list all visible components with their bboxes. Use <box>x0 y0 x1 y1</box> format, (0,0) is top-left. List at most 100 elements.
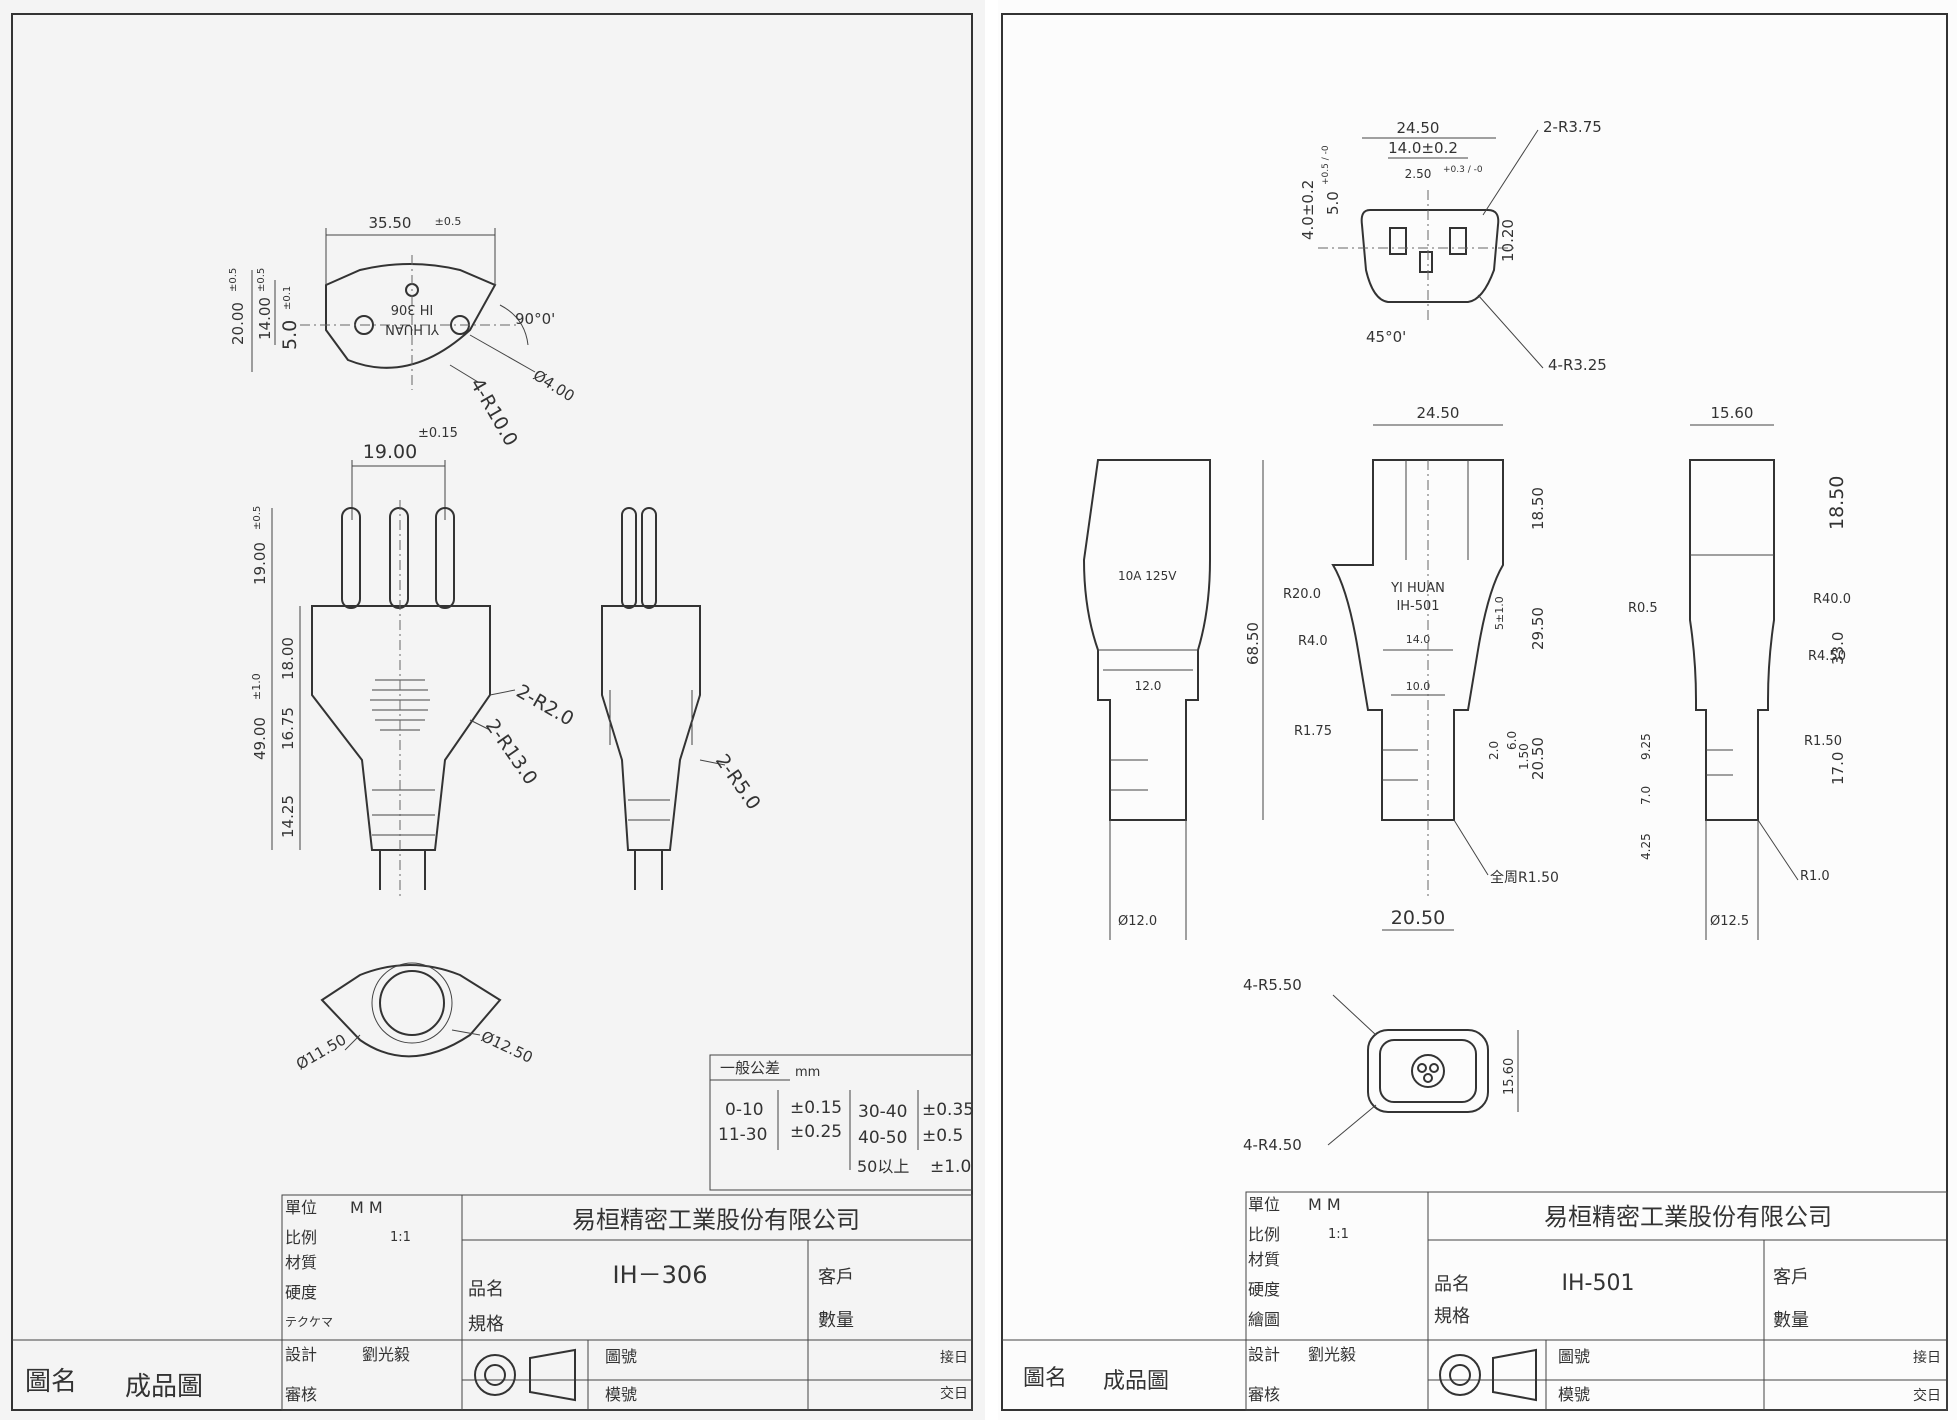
projection-symbol <box>474 1348 576 1402</box>
emboss-text-1: IH 306 <box>391 301 434 316</box>
label-customer: 客戶 <box>1773 1267 1809 1288</box>
side-body <box>601 605 701 851</box>
ih501-right-view: 15.60 18.50 33.0 17.0 9.25 7.0 4.25 R0.5… <box>1628 404 1851 940</box>
label-part-name: 品名 <box>468 1279 504 1300</box>
value-drawing-name: 成品圖 <box>1103 1369 1169 1394</box>
pin-right <box>435 507 455 609</box>
ih501-front-view: YI HUAN IH-501 14.0 10.0 24.50 68.50 18.… <box>1244 404 1559 931</box>
dim-pin-span: 14.00 <box>256 297 274 340</box>
dim-r15: R1.50 <box>1804 734 1842 749</box>
pin-left <box>341 507 361 609</box>
dim-h2: 5.0 <box>1324 191 1342 215</box>
dim-width: 15.60 <box>1711 404 1754 422</box>
dim-pin-length: 19.00 <box>251 542 269 585</box>
sheet-border <box>1001 13 1948 1411</box>
emboss-text-2: YI HUAN <box>385 321 440 336</box>
dim-r40: R40.0 <box>1813 592 1851 607</box>
dim-r45: R4.50 <box>1808 649 1846 664</box>
label-hardness: 硬度 <box>285 1283 317 1302</box>
dim-w14: 14.0 <box>1406 633 1431 646</box>
dim-r05: R0.5 <box>1628 601 1658 616</box>
dim-d3: 1.50 <box>1517 743 1531 770</box>
left-body <box>1082 459 1211 821</box>
dim-r4: R4.0 <box>1298 634 1328 649</box>
tol-range-1: 0-10 <box>725 1100 764 1120</box>
dim-r-top: 2-R3.75 <box>1543 118 1602 136</box>
dim-r13: 2-R13.0 <box>481 715 542 789</box>
label-quantity: 數量 <box>1773 1310 1809 1331</box>
tol-range-5: 50以上 <box>857 1157 909 1176</box>
company-name: 易桓精密工業股份有限公司 <box>1544 1203 1832 1231</box>
dim-height-tol: ±0.5 <box>228 268 239 292</box>
dim-seg1: 18.00 <box>279 637 297 680</box>
label-material: 材質 <box>1248 1250 1280 1269</box>
dim-mid: 33.0 <box>1829 632 1847 665</box>
label-kana: テクケマ <box>285 1315 333 1329</box>
dim-r175: R1.75 <box>1294 724 1332 739</box>
dim-overall-width: 35.50 <box>369 214 412 232</box>
front-body <box>1331 459 1504 821</box>
part-name: IH-501 <box>1562 1271 1635 1296</box>
slot-right <box>1449 227 1467 255</box>
emboss-2: IH-501 <box>1396 599 1439 614</box>
plug-face-outline <box>325 263 497 369</box>
label-unit: 單位 <box>1248 1195 1280 1214</box>
bottom-cable <box>1411 1054 1445 1088</box>
dim-pin-diameter: Ø4.00 <box>530 366 578 405</box>
slot-earth <box>1419 251 1433 273</box>
dim-w12: 12.0 <box>1135 679 1162 693</box>
dim-r5: 2-R5.0 <box>711 750 765 814</box>
rating-label: 10A 125V <box>1118 569 1177 583</box>
dim-base-w: 20.50 <box>1391 907 1445 929</box>
dim-width: 24.50 <box>1417 404 1460 422</box>
ih306-top-view: IH 306 YI HUAN 35.50 ±0.5 20.00 ±0.5 14.… <box>228 214 578 450</box>
projection-symbol <box>1439 1348 1537 1402</box>
ih306-bottom-view: Ø11.50 Ø12.50 <box>293 962 536 1073</box>
dim-w3-tol: +0.3 / -0 <box>1443 165 1483 175</box>
ih501-left-view: 10A 125V 12.0 Ø12.0 <box>1082 459 1211 940</box>
dim-mid: 29.50 <box>1529 607 1547 650</box>
bottom-outer <box>1367 1029 1489 1113</box>
dim-d1: 2.0 <box>1487 741 1501 760</box>
ih306-side-view: 2-R5.0 <box>601 507 765 890</box>
dim-radius: 4-R10.0 <box>466 375 522 450</box>
dim-d-outer: Ø12.50 <box>478 1027 535 1066</box>
ih306-front-view: ±0.15 19.00 19.00 ±0.5 49.00 ±1.0 18.00 … <box>250 426 578 900</box>
dim-seg2: 16.75 <box>279 707 297 750</box>
dim-d125: Ø12.5 <box>1710 914 1749 929</box>
socket-face <box>1360 209 1500 303</box>
label-hardness: 硬度 <box>1248 1280 1280 1299</box>
dim-pin-length-tol: ±0.5 <box>252 506 263 530</box>
ih501-bottom-view: 4-R5.50 4-R4.50 15.60 <box>1243 976 1519 1154</box>
dim-d425: 4.25 <box>1639 833 1653 860</box>
label-review: 審核 <box>285 1385 317 1404</box>
ih501-drawing: 24.50 14.0±0.2 2.50 +0.3 / -0 4.0±0.2 5.… <box>1001 13 1948 1411</box>
label-review: 審核 <box>1248 1385 1280 1404</box>
value-scale: 1:1 <box>1328 1227 1349 1242</box>
label-mold-no: 模號 <box>1558 1385 1590 1404</box>
tol-value-5: ±1.0 <box>930 1157 971 1177</box>
tol-range-3: 30-40 <box>858 1102 907 1122</box>
dim-top: 18.50 <box>1529 487 1547 530</box>
cable-circle <box>379 970 445 1036</box>
dim-pin-pitch-tol: ±0.15 <box>418 426 458 441</box>
dim-r-inner: 4-R4.50 <box>1243 1136 1302 1154</box>
dim-body-height: 49.00 <box>251 717 269 760</box>
ih501-top-view: 24.50 14.0±0.2 2.50 +0.3 / -0 4.0±0.2 5.… <box>1299 118 1607 374</box>
dim-r-outer: 4-R5.50 <box>1243 976 1302 994</box>
label-drawing-name: 圖名 <box>25 1367 77 1397</box>
dim-overall-width-tol: ±0.5 <box>435 215 462 228</box>
dim-full-r: 全周R1.50 <box>1490 869 1559 886</box>
company-name: 易桓精密工業股份有限公司 <box>572 1206 860 1234</box>
dim-h3: 10.20 <box>1499 219 1517 262</box>
dim-r2: 2-R2.0 <box>513 680 578 730</box>
label-design: 設計 <box>1248 1345 1280 1364</box>
dim-lower: 20.50 <box>1529 737 1547 780</box>
label-part-name: 品名 <box>1434 1274 1470 1295</box>
dim-lower: 17.0 <box>1829 752 1847 785</box>
value-designer: 劉光毅 <box>1308 1345 1356 1364</box>
dim-d2: 6.0 <box>1505 731 1519 750</box>
label-unit: 單位 <box>285 1198 317 1217</box>
tol-value-4: ±0.5 <box>922 1126 963 1146</box>
label-scale: 比例 <box>1248 1225 1280 1244</box>
